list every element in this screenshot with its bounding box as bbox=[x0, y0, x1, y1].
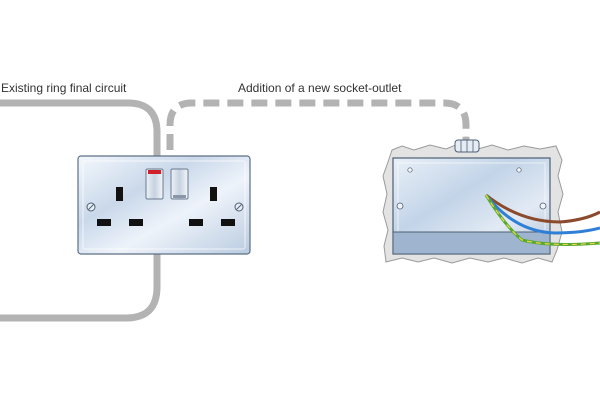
right-switch-shadow bbox=[173, 195, 186, 198]
left-neutral-pin-hole bbox=[129, 219, 143, 226]
cable-grommet-icon bbox=[454, 139, 480, 153]
earth-wire-yellow-stripe bbox=[485, 194, 600, 246]
right-live-pin-hole bbox=[189, 219, 203, 226]
backbox-fixing-hole bbox=[539, 202, 547, 210]
addition-label: Addition of a new socket-outlet bbox=[238, 81, 402, 95]
new-spur-cable-dashed bbox=[166, 99, 470, 150]
right-switch-rocker bbox=[170, 168, 189, 200]
metal-backbox-icon bbox=[382, 139, 564, 264]
right-earth-pin-hole bbox=[210, 187, 217, 201]
neutral-wire-blue bbox=[484, 194, 600, 235]
backbox-fixing-hole bbox=[396, 202, 404, 210]
double-socket-outlet-icon bbox=[77, 155, 251, 255]
screw-icon bbox=[86, 202, 96, 212]
socket-faceplate-bevel bbox=[82, 160, 246, 250]
live-wire-brown bbox=[485, 193, 600, 224]
left-earth-pin-hole bbox=[116, 187, 123, 201]
socket-faceplate bbox=[77, 155, 251, 255]
switch-red-indicator bbox=[148, 170, 161, 174]
backbox-knockout bbox=[407, 167, 413, 173]
right-neutral-pin-hole bbox=[221, 219, 235, 226]
backbox-bottom-panel bbox=[392, 231, 551, 255]
left-live-pin-hole bbox=[97, 219, 111, 226]
backbox-knockout bbox=[516, 167, 522, 173]
left-switch-rocker bbox=[145, 168, 164, 200]
screw-icon bbox=[234, 202, 244, 212]
existing-circuit-label: Existing ring final circuit bbox=[1, 81, 127, 95]
